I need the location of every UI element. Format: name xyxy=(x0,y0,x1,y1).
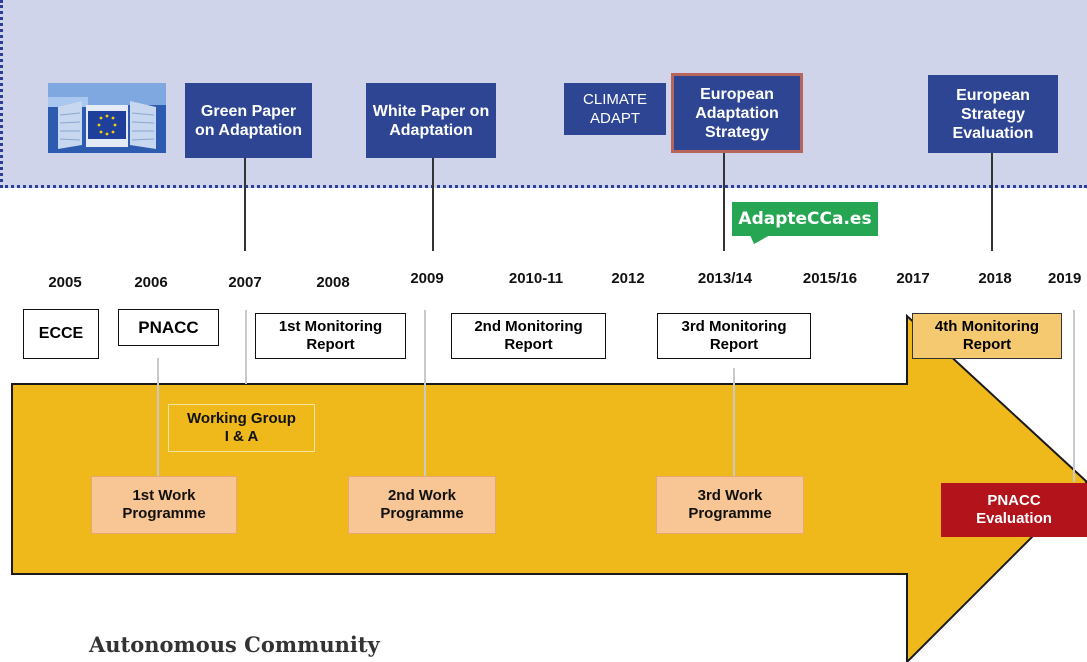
working-group-label: Working Group I & A xyxy=(187,410,296,445)
climate-adapt-box: CLIMATE ADAPT xyxy=(564,83,666,135)
first-work-programme-box: 1st Work Programme xyxy=(91,476,237,534)
fourth-monitoring-report-box: 4th Monitoring Report xyxy=(912,313,1062,359)
year-2007-connector xyxy=(245,310,247,384)
eu-commission-building-image xyxy=(48,83,166,153)
white-paper-connector xyxy=(432,158,434,251)
ecce-box: ECCE xyxy=(23,309,99,359)
european-adaptation-strategy-label: European Adaptation Strategy xyxy=(695,85,779,141)
year-label: 2007 xyxy=(228,274,262,291)
ecce-label: ECCE xyxy=(38,325,84,342)
pnacc-evaluation-label: PNACC Evaluation xyxy=(976,492,1052,527)
year-label: 2005 xyxy=(48,274,82,291)
year-label: 2006 xyxy=(134,274,168,291)
pnacc-connector xyxy=(157,358,159,478)
second-work-programme-label: 2nd Work Programme xyxy=(380,487,464,522)
year-label: 2019 xyxy=(1048,270,1082,287)
third-work-programme-label: 3rd Work Programme xyxy=(688,487,772,522)
year-label: 2008 xyxy=(316,274,350,291)
national-timeline-arrow-shape xyxy=(11,313,1087,662)
evaluation-connector xyxy=(991,153,993,251)
green-paper-connector xyxy=(244,158,246,251)
fourth-monitoring-report-label: 4th Monitoring Report xyxy=(934,318,1040,353)
year-label: 2013/14 xyxy=(697,270,753,287)
third-report-connector xyxy=(733,368,735,476)
year-label: 2009 xyxy=(410,270,444,287)
climate-adapt-label: CLIMATE ADAPT xyxy=(583,91,647,127)
third-monitoring-report-label: 3rd Monitoring Report xyxy=(681,318,787,353)
green-paper-box: Green Paper on Adaptation xyxy=(185,83,312,158)
pnacc-evaluation-box: PNACC Evaluation xyxy=(941,483,1087,537)
year-label: 2018 xyxy=(978,270,1012,287)
year-label: 2012 xyxy=(611,270,645,287)
white-paper-label: White Paper on Adaptation xyxy=(372,102,490,139)
green-paper-label: Green Paper on Adaptation xyxy=(195,102,302,139)
third-monitoring-report-box: 3rd Monitoring Report xyxy=(657,313,811,359)
working-group-box: Working Group I & A xyxy=(168,404,315,452)
autonomous-community-heading: Autonomous Community xyxy=(89,632,380,657)
year-label: 2017 xyxy=(896,270,930,287)
year-label: 2010-11 xyxy=(508,270,564,287)
european-strategy-evaluation-box: European Strategy Evaluation xyxy=(928,75,1058,153)
pnacc-box: PNACC xyxy=(118,309,219,346)
second-monitoring-report-label: 2nd Monitoring Report xyxy=(474,318,583,353)
adaptecca-logo: AdapteCCa.es xyxy=(732,202,878,244)
year-label: 2015/16 xyxy=(802,270,858,287)
strategy-connector xyxy=(723,153,725,251)
adaptecca-logo-text: AdapteCCa.es xyxy=(732,202,878,236)
white-paper-box: White Paper on Adaptation xyxy=(366,83,496,158)
first-work-programme-label: 1st Work Programme xyxy=(122,487,206,522)
third-work-programme-box: 3rd Work Programme xyxy=(656,476,804,534)
pnacc-label: PNACC xyxy=(138,317,199,337)
second-monitoring-report-box: 2nd Monitoring Report xyxy=(451,313,606,359)
second-work-programme-box: 2nd Work Programme xyxy=(348,476,496,534)
european-strategy-evaluation-label: European Strategy Evaluation xyxy=(952,86,1034,142)
european-adaptation-strategy-box: European Adaptation Strategy xyxy=(671,73,803,153)
eu-policy-band xyxy=(0,0,1087,188)
first-monitoring-report-label: 1st Monitoring Report xyxy=(278,318,383,353)
first-report-to-second-wp-connector xyxy=(424,310,426,476)
first-monitoring-report-box: 1st Monitoring Report xyxy=(255,313,406,359)
fourth-report-connector xyxy=(1073,310,1075,482)
